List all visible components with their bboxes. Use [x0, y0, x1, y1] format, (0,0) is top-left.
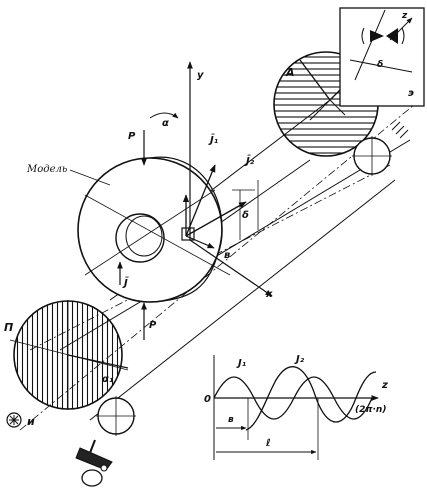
label-A-analyzer: A: [285, 66, 295, 79]
plot-curve-J1: [213, 376, 373, 420]
plot-label-b: в: [228, 415, 234, 425]
star-icon: и: [6, 412, 35, 428]
label-z-screen: z: [401, 11, 408, 21]
label-x-axis: x: [265, 289, 273, 300]
plot-label-l: ℓ: [265, 438, 271, 449]
label-alpha: α: [162, 118, 169, 129]
compensator-lower: [96, 396, 136, 436]
label-P-bottom: P: [149, 320, 157, 331]
load-arrows: P P: [128, 130, 157, 340]
label-J2: J̄₂: [244, 154, 255, 167]
label-I-source: и: [27, 415, 35, 428]
plot-period-label: (2π·n): [355, 405, 386, 415]
model-disk: Модель: [26, 156, 231, 303]
plot-label-J2: J₂: [294, 354, 305, 365]
label-v: в: [224, 250, 230, 261]
compensator-upper: [352, 121, 409, 176]
plot-label-J1: J₁: [236, 358, 246, 369]
crank-handle-icon: [75, 439, 113, 487]
label-delta-screen: δ: [377, 60, 383, 70]
label-J1: J̄₁: [208, 133, 218, 146]
coordinate-axes: y x: [187, 61, 273, 300]
label-alpha1: α₁: [102, 374, 113, 385]
light-source-icon: [361, 27, 405, 45]
plot-origin-label: 0: [204, 394, 211, 405]
label-model: Модель: [26, 164, 67, 175]
label-y-axis: y: [197, 70, 204, 81]
vectors-J: J̄ J̄₁ J̄₂ α δ в: [117, 112, 259, 289]
screen-box: z δ э: [339, 7, 425, 107]
plot-curve-J2: [245, 366, 377, 431]
label-delta: δ: [242, 210, 249, 221]
label-screen: э: [408, 88, 414, 99]
label-P-top: P: [128, 131, 136, 142]
label-J: J̄: [122, 276, 129, 289]
label-P-polarizer: П: [4, 321, 13, 334]
polarizer-disk: П α₁: [4, 300, 129, 410]
interference-plot: 0 z (2π·n) J₁ J₂ в ℓ: [204, 354, 388, 460]
plot-z-label: z: [381, 380, 388, 391]
